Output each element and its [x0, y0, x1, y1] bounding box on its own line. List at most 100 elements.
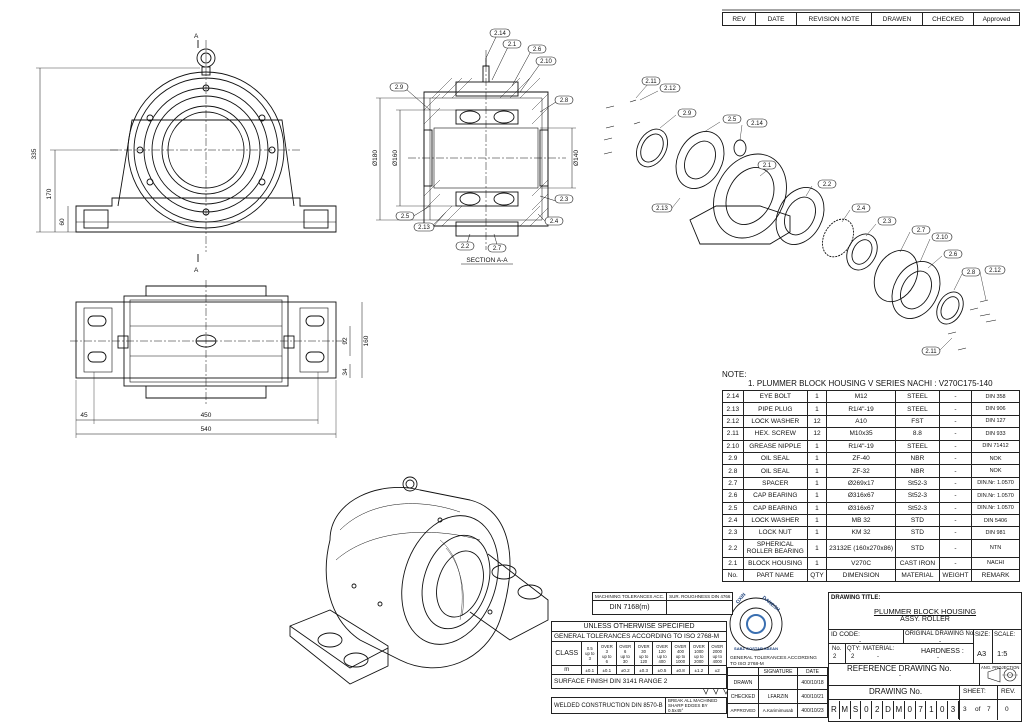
title-divider-1 — [829, 629, 1021, 630]
section-leaders — [405, 36, 557, 249]
dim-45: 45 — [80, 412, 88, 419]
drawing-number-char: M — [840, 701, 851, 719]
note-block: NOTE: 1. PLUMMER BLOCK HOUSING V SERIES … — [722, 370, 993, 388]
title-block: DRAWING TITLE: PLUMMER BLOCK HOUSING ASS… — [828, 592, 1022, 722]
section-title: SECTION A-A — [466, 257, 508, 264]
parts-cell-remark: DIN 5406 — [971, 513, 1020, 528]
ex-callout-2-14: 2.14 — [746, 118, 768, 128]
section-mark-top: A — [194, 33, 199, 40]
tolerance-range-part: OVER — [674, 643, 687, 649]
parts-cell-name: HEX. SCREW — [742, 427, 808, 441]
parts-cell-name: OIL SEAL — [742, 451, 808, 466]
exploded-callouts: 2.11 2.12 2.9 2.5 2.14 2.1 2.2 2.4 2.3 2… — [641, 76, 1006, 356]
svg-text:OXIN: OXIN — [735, 592, 748, 606]
callout-2-4: 2.4 — [544, 216, 564, 226]
isometric-view — [289, 476, 549, 685]
parts-cell-name: CAP BEARING — [742, 501, 808, 515]
machining-tol-value: DIN 7168(m) — [591, 600, 668, 615]
dim-dia-180: Ø180 — [372, 150, 379, 166]
exploded-view — [603, 83, 997, 351]
parts-cell-name: LOCK WASHER — [742, 414, 808, 429]
parts-header-row: No. PART NAME QTY DIMENSION MATERIAL WEI… — [722, 569, 1020, 583]
sig-role-drawn: DRAWN — [727, 675, 759, 690]
parts-cell-material: STD — [895, 513, 940, 528]
parts-cell-no: 2.9 — [722, 451, 744, 466]
svg-text:2.2: 2.2 — [461, 244, 470, 250]
parts-cell-qty: 1 — [806, 538, 828, 558]
parts-cell-name: EYE BOLT — [742, 389, 808, 404]
title-sep-f — [959, 685, 960, 720]
no-label: No. — [832, 646, 842, 652]
dim-dia-140: Ø140 — [573, 150, 580, 166]
machining-tol-label: MACHINING TOLERANCES ACC. — [591, 592, 668, 601]
reference-drawing-value: - — [899, 673, 901, 679]
title-sep-b — [973, 629, 974, 663]
parts-cell-dimension: M10x35 — [826, 427, 897, 441]
parts-cell-dimension: R1/4"-19 — [826, 439, 897, 453]
parts-cell-qty: 1 — [806, 389, 828, 404]
rev-col-date: DATE — [755, 12, 797, 26]
scale-value: 1:5 — [997, 649, 1008, 658]
parts-cell-material: CAST IRON — [895, 556, 940, 571]
parts-header-remark: REMARK — [971, 569, 1020, 583]
sig-blank — [727, 667, 759, 676]
drawing-number-char: 0 — [905, 701, 916, 719]
parts-cell-dimension: M12 — [826, 389, 897, 404]
rev-col-rev: REV — [722, 12, 756, 26]
parts-cell-weight: - — [938, 464, 973, 478]
parts-cell-material: FST — [895, 414, 940, 429]
rev-value: 0 — [1005, 706, 1009, 713]
ex-callout-2-7: 2.7 — [911, 225, 931, 235]
sheet-value: 3 — [963, 706, 967, 713]
ex-callout-2-12: 2.12 — [659, 83, 681, 93]
parts-cell-no: 2.4 — [722, 513, 744, 528]
svg-text:2.10: 2.10 — [540, 59, 552, 65]
parts-cell-name: GREASE NIPPLE — [742, 439, 808, 453]
parts-cell-dimension: R1/4"-19 — [826, 402, 897, 416]
tolerance-range-part: up to — [694, 653, 704, 659]
svg-text:2.4: 2.4 — [857, 206, 866, 212]
svg-text:2.11: 2.11 — [925, 349, 937, 355]
parts-cell-material: 8.8 — [895, 427, 940, 441]
sig-role-checked: CHECKED — [727, 689, 759, 704]
callout-2-5: 2.5 — [395, 211, 415, 221]
sig-name-approved: A.Karimimusab — [757, 703, 799, 718]
sig-date-checked: 400/10/21 — [797, 689, 828, 704]
parts-cell-remark: DIN 906 — [971, 402, 1020, 416]
parts-cell-weight: - — [938, 513, 973, 528]
parts-cell-qty: 12 — [806, 427, 828, 441]
parts-cell-material: St52-3 — [895, 476, 940, 491]
svg-text:2.6: 2.6 — [533, 47, 542, 53]
parts-cell-material: STD — [895, 526, 940, 540]
parts-cell-dimension: V270C — [826, 556, 897, 571]
ex-callout-2-9: 2.9 — [677, 108, 697, 118]
parts-cell-no: 2.6 — [722, 489, 744, 503]
id-code-label: ID CODE: — [831, 631, 860, 638]
break-edges: BREAK ALL MACHINED SHARP EDGES BY 0.5x45… — [665, 697, 727, 714]
svg-text:DANESH: DANESH — [761, 595, 781, 613]
svg-text:2.12: 2.12 — [664, 86, 676, 92]
svg-text:2.9: 2.9 — [683, 111, 692, 117]
svg-text:2.1: 2.1 — [508, 42, 517, 48]
parts-cell-material: STEEL — [895, 402, 940, 416]
parts-cell-qty: 1 — [806, 451, 828, 466]
dim-170: 170 — [46, 188, 53, 199]
qty-label: QTY: — [847, 646, 861, 652]
reference-drawing-label: REFERENCE DRAWING No. — [847, 664, 952, 673]
tolerance-range-part: 6 — [624, 648, 627, 654]
eye-bolt-icon — [196, 48, 216, 76]
parts-cell-no: 2.10 — [722, 439, 744, 453]
parts-cell-remark: DIN 933 — [971, 427, 1020, 441]
svg-text:2.14: 2.14 — [751, 121, 763, 127]
front-view — [36, 40, 337, 262]
